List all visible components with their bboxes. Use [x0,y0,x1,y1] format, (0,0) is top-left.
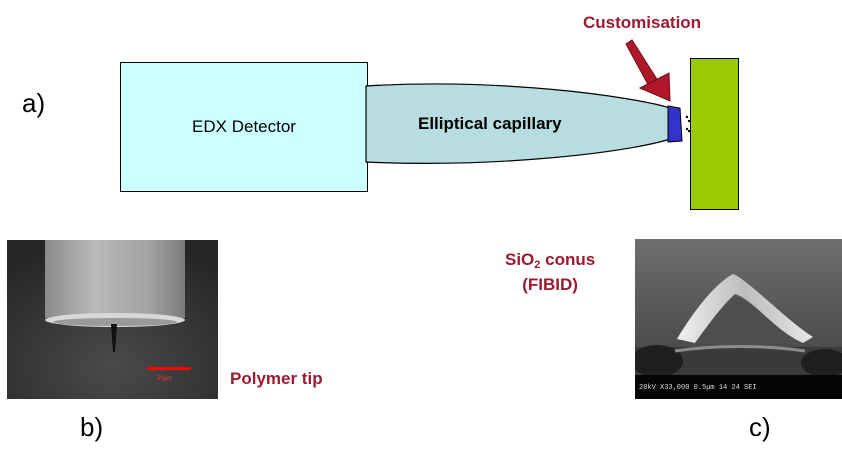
sem-databar-text: 20kV X33,000 0.5μm 14 24 SEI [639,384,757,392]
polymer-tip-photo: 50μm [7,240,218,399]
customisation-arrow [625,39,671,102]
panel-label-b: b) [80,412,104,442]
sio2-conus-photo: 20kV X33,000 0.5μm 14 24 SEI [635,239,842,399]
capillary-tip [667,105,683,143]
panel-label-a: a) [22,88,46,118]
customisation-label: Customisation [583,13,702,32]
panel-label-c: c) [749,412,771,442]
elliptical-capillary-label: Elliptical capillary [418,114,562,133]
sio2-conus-label: SiO2 conus (FIBID) [505,250,596,294]
polymer-tip-label: Polymer tip [230,369,323,388]
sample-plate [690,58,739,210]
emission-dots [685,115,691,133]
edx-detector-label: EDX Detector [192,117,296,136]
scale-bar-text: 50μm [157,376,172,382]
